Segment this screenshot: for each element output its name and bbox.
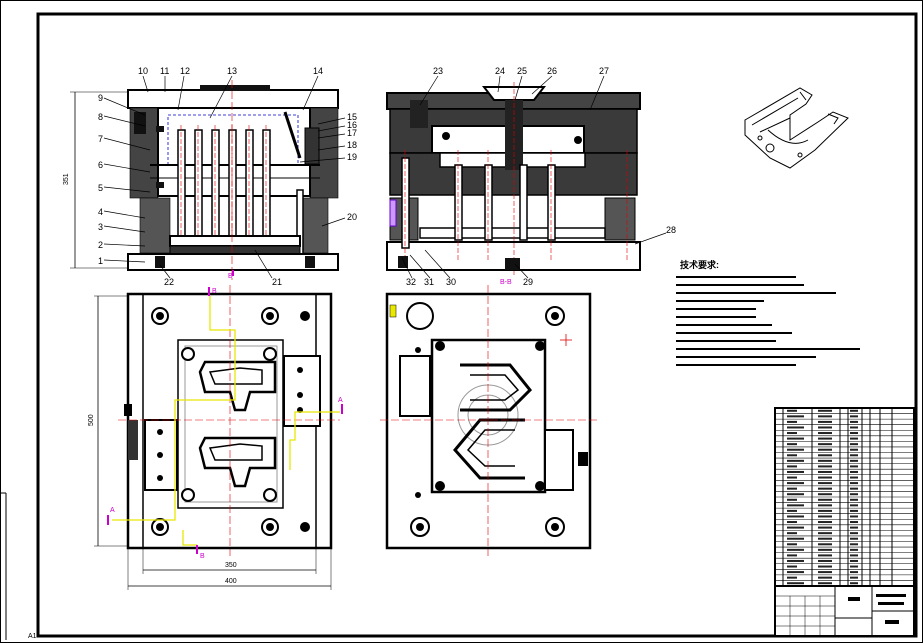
technical-requirements-title: 技术要求: xyxy=(680,259,719,270)
side-part-labels: 23 24 25 26 27 28 29 30 31 32 B-B xyxy=(406,66,676,287)
part-label-21: 21 xyxy=(272,277,282,287)
part-label-12: 12 xyxy=(180,66,190,76)
technical-requirements: 技术要求: xyxy=(676,259,860,366)
part-label-13: 13 xyxy=(227,66,237,76)
svg-text:B: B xyxy=(228,273,233,280)
part-label-17: 17 xyxy=(347,128,357,138)
side-leaders xyxy=(401,75,667,279)
part-label-20: 20 xyxy=(347,212,357,222)
front-height-dimension: 351 xyxy=(63,173,70,185)
part-label-19: 19 xyxy=(347,152,357,162)
part-label-25: 25 xyxy=(517,66,527,76)
part-label-31: 31 xyxy=(424,277,434,287)
plan-height-dimension: 500 xyxy=(88,414,95,426)
section-marker-b-top: B xyxy=(212,288,217,295)
section-marker-a-right: A xyxy=(338,397,343,404)
outer-width-dimension: 400 xyxy=(225,578,237,585)
part-label-2: 2 xyxy=(98,240,103,250)
part-label-16: 16 xyxy=(347,120,357,130)
plan-view-moving-half: A A B B 500 350 400 xyxy=(88,285,343,590)
parts-list-table xyxy=(774,407,915,587)
inner-width-dimension: 350 xyxy=(225,562,237,569)
inner-frame xyxy=(36,12,918,638)
part-isometric-view xyxy=(744,87,849,169)
section-ref-label: B-B xyxy=(500,279,512,286)
part-label-30: 30 xyxy=(446,277,456,287)
part-label-23: 23 xyxy=(433,66,443,76)
part-label-5: 5 xyxy=(98,183,103,193)
part-label-8: 8 xyxy=(98,112,103,122)
part-label-29: 29 xyxy=(523,277,533,287)
sheet-size-mark: A1 xyxy=(28,633,37,640)
part-label-28: 28 xyxy=(666,225,676,235)
part-label-14: 14 xyxy=(313,66,323,76)
part-label-18: 18 xyxy=(347,140,357,150)
front-leaders xyxy=(103,75,346,279)
part-label-3: 3 xyxy=(98,222,103,232)
side-section-view xyxy=(386,82,641,275)
part-label-9: 9 xyxy=(98,93,103,103)
front-part-labels: 1 2 3 4 5 6 7 8 9 10 11 12 13 14 15 16 1… xyxy=(98,66,357,287)
plan-view-fixed-half xyxy=(380,285,598,556)
front-section-view: B 351 xyxy=(63,80,339,280)
part-label-4: 4 xyxy=(98,207,103,217)
title-block xyxy=(774,585,915,637)
part-label-24: 24 xyxy=(495,66,505,76)
part-label-1: 1 xyxy=(98,256,103,266)
part-label-15: 15 xyxy=(347,112,357,122)
part-label-32: 32 xyxy=(406,277,416,287)
part-label-6: 6 xyxy=(98,160,103,170)
part-label-11: 11 xyxy=(160,66,169,76)
part-label-22: 22 xyxy=(164,277,174,287)
part-label-26: 26 xyxy=(547,66,557,76)
section-marker-b-bottom: B xyxy=(200,553,205,560)
part-label-7: 7 xyxy=(98,134,103,144)
section-marker-a-left: A xyxy=(110,507,115,514)
part-label-10: 10 xyxy=(138,66,148,76)
part-label-27: 27 xyxy=(599,66,609,76)
